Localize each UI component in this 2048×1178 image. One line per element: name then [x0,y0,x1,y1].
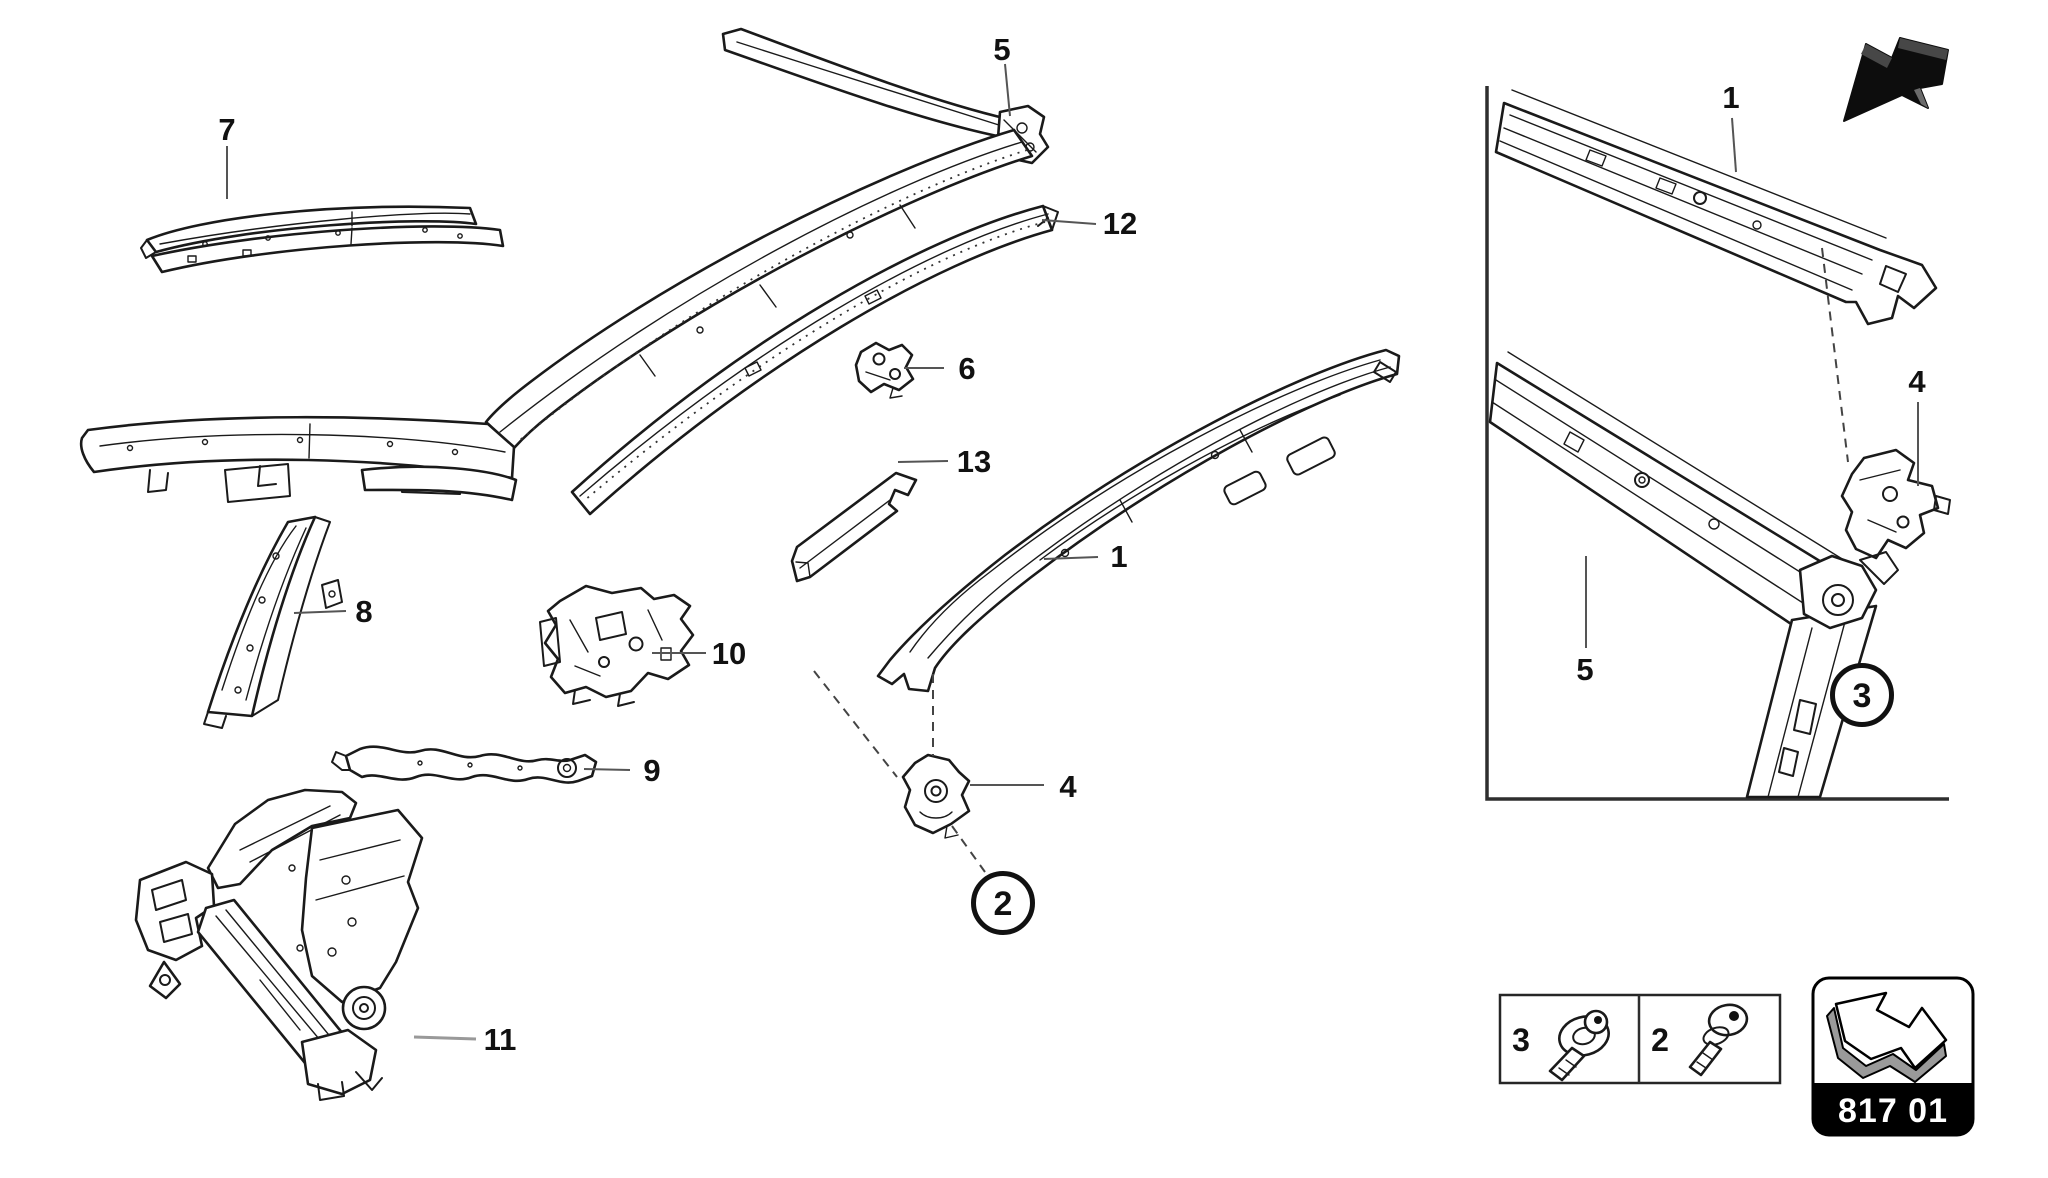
part-1-drawing [876,348,1401,693]
arrow-up-left-3d-icon [1826,991,1948,1083]
legend-cell-2[interactable]: 2 [1651,1002,1749,1077]
windshield-frame-curve-drawing [484,128,1034,450]
callout-11[interactable]: 11 [484,1022,517,1057]
cowl-rail-drawing [79,415,518,503]
inset-part-4-drawing [1840,448,1951,560]
part-10-drawing [539,584,695,707]
callout-6[interactable]: 6 [958,351,975,386]
callout-1[interactable]: 1 [1110,539,1127,574]
leader-9 [583,768,631,771]
badge-code-text: 817 01 [1838,1092,1948,1130]
badge-code-band [1813,1083,1973,1135]
alignment-dash-diagonal [813,670,898,778]
inset-alignment-dash [1821,247,1849,463]
leader-5 [1004,63,1011,117]
inset-part-5-frame-drawing [1488,351,1899,799]
fastener-bubble-3[interactable]: 3 [1830,663,1894,727]
legend-3-number: 3 [1512,1022,1530,1058]
inset-callout-1[interactable]: 1 [1722,80,1739,115]
inset-leader-1 [1731,117,1737,173]
inset-callout-5[interactable]: 5 [1576,652,1593,687]
part-9-drawing [331,745,598,784]
part-7-drawing [140,205,505,274]
part-4-drawing [901,753,971,839]
part-13-drawing [790,471,918,583]
inset-detail-view: 1 4 5 3 [1485,80,1951,801]
page-code-badge[interactable]: 817 01 [1811,976,1975,1137]
callout-10[interactable]: 10 [712,636,746,671]
leader-13 [897,460,949,463]
callout-13[interactable]: 13 [957,444,991,479]
callout-7[interactable]: 7 [218,112,235,147]
arrow-down-left-3d-icon [1843,37,1949,122]
legend-cell-3[interactable]: 3 [1512,1009,1613,1082]
inset-border [1485,86,1949,801]
leader-12 [1041,219,1097,225]
fastener-bubble-2[interactable]: 2 [971,871,1035,935]
legend-2-number: 2 [1651,1022,1669,1058]
inset-callout-4[interactable]: 4 [1908,364,1926,399]
callout-12[interactable]: 12 [1103,206,1137,241]
part-12-drawing [570,204,1059,516]
leader-1 [1043,556,1099,560]
bubble-2-number: 2 [994,885,1013,923]
callout-5[interactable]: 5 [993,32,1010,67]
leader-11 [413,1035,477,1041]
callout-4[interactable]: 4 [1059,769,1077,804]
callout-9[interactable]: 9 [643,753,660,788]
part-8-drawing [203,515,343,729]
flanged-screw-icon [1548,1009,1610,1082]
part-6-drawing [854,341,915,399]
screw-icon [1688,1003,1749,1077]
part-11-drawing [134,788,424,1101]
leader-8 [293,610,347,614]
alignment-dash-part4-to-bubble2 [951,825,986,873]
inset-part-1-drawing [1494,89,1938,326]
bubble-3-number: 3 [1853,677,1872,715]
callout-8[interactable]: 8 [355,594,372,629]
fastener-legend: 3 2 [1498,993,1782,1085]
main-exploded-view: 7 5 12 6 13 1 8 10 9 4 11 2 [79,27,1401,1101]
